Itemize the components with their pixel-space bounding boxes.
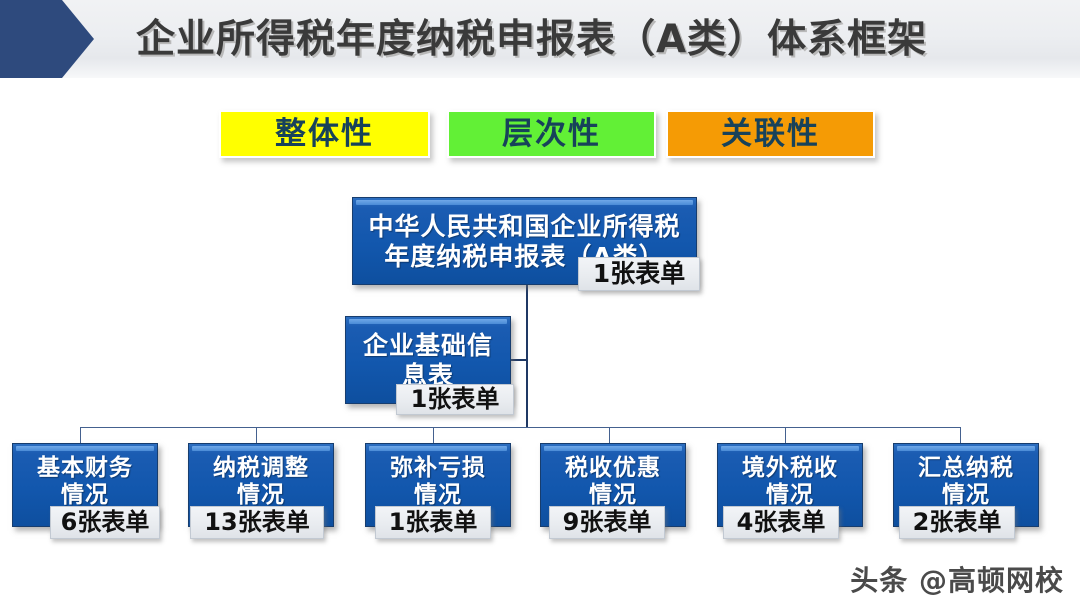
node-leaf-overseas-line1: 境外税收 <box>742 455 838 481</box>
node-root-line1: 中华人民共和国企业所得税 <box>368 212 681 241</box>
chip-hierarchy: 层次性 <box>447 110 656 158</box>
connector-distribution-bar <box>80 427 960 428</box>
node-leaf-preference-label: 税收优惠 情况 <box>545 455 681 509</box>
node-leaf-loss-line2: 情况 <box>414 482 462 509</box>
node-leaf-finance-line1: 基本财务 <box>37 455 133 481</box>
connector-drop-2 <box>256 427 257 444</box>
badge-root: 1张表单 <box>578 257 700 291</box>
chip-relevance: 关联性 <box>666 110 875 158</box>
badge-leaf-adjustment: 13张表单 <box>190 506 324 539</box>
node-leaf-consolidated-line2: 情况 <box>942 482 990 509</box>
node-leaf-adjustment-line2: 情况 <box>237 482 285 509</box>
page-title: 企业所得税年度纳税申报表（A类）体系框架 <box>136 17 928 62</box>
node-leaf-overseas-line2: 情况 <box>766 482 814 509</box>
badge-leaf-consolidated: 2张表单 <box>899 506 1015 539</box>
node-leaf-loss-label: 弥补亏损 情况 <box>370 455 506 509</box>
badge-leaf-loss: 1张表单 <box>375 506 491 539</box>
node-leaf-preference-line2: 情况 <box>589 482 637 509</box>
chevron-shape <box>0 0 94 78</box>
badge-leaf-overseas: 4张表单 <box>723 506 839 539</box>
connector-drop-3 <box>433 427 434 444</box>
node-basic-info[interactable]: 企业基础信 息表 <box>345 316 511 404</box>
node-leaf-consolidated-line1: 汇总纳税 <box>918 455 1014 481</box>
connector-level2-stub <box>511 359 527 361</box>
badge-basic-info: 1张表单 <box>396 384 514 415</box>
connector-drop-4 <box>609 427 610 444</box>
header-bar <box>0 0 1080 78</box>
node-leaf-adjustment-line1: 纳税调整 <box>213 455 309 481</box>
watermark: 头条 @高顿网校 <box>850 564 1064 597</box>
connector-drop-5 <box>785 427 786 444</box>
chip-integrity: 整体性 <box>219 110 430 158</box>
node-leaf-adjustment-label: 纳税调整 情况 <box>193 455 329 509</box>
node-leaf-overseas-label: 境外税收 情况 <box>722 455 858 509</box>
connector-drop-6 <box>960 427 961 444</box>
connector-drop-1 <box>80 427 81 444</box>
node-leaf-finance-line2: 情况 <box>61 482 109 509</box>
node-basic-info-line1: 企业基础信 <box>362 331 493 360</box>
node-leaf-consolidated-label: 汇总纳税 情况 <box>898 455 1034 509</box>
badge-leaf-preference: 9张表单 <box>549 506 665 539</box>
connector-trunk <box>526 285 528 427</box>
node-leaf-loss-line1: 弥补亏损 <box>390 455 486 481</box>
badge-leaf-finance: 6张表单 <box>50 506 160 539</box>
node-leaf-preference-line1: 税收优惠 <box>565 455 661 481</box>
node-leaf-finance-label: 基本财务 情况 <box>17 455 153 509</box>
node-basic-info-label: 企业基础信 息表 <box>350 331 506 390</box>
